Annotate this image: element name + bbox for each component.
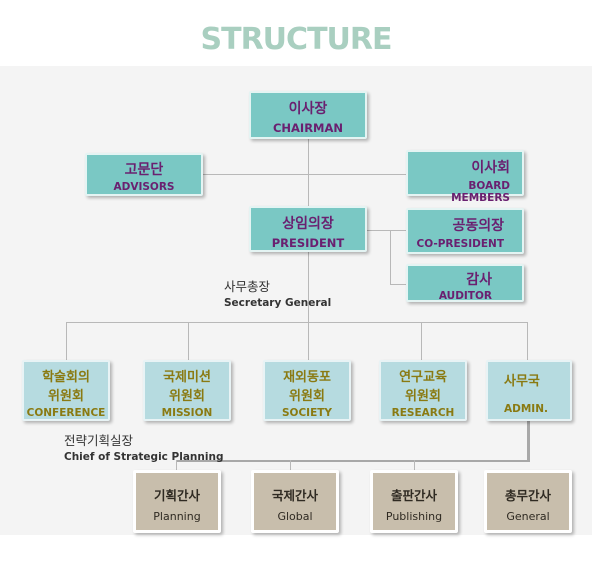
board-ko: 이사회	[471, 160, 510, 176]
chairman-box: 이사장 CHAIRMAN	[249, 91, 367, 139]
manager-box-planning: 기획간사 Planning	[133, 470, 221, 533]
committee-ko: 위원회	[405, 389, 441, 404]
connector-line	[421, 322, 422, 360]
connector-line	[176, 460, 177, 472]
advisors-ko: 고문단	[124, 162, 164, 178]
committee-ko: 재외동포	[283, 370, 331, 385]
auditor-box: 감사 AUDITOR	[406, 264, 524, 302]
copresident-box: 공동의장 CO-PRESIDENT	[406, 208, 524, 254]
copresident-en: CO-PRESIDENT	[416, 238, 504, 250]
strategic-chief-label: 전략기획실장 Chief of Strategic Planning	[64, 430, 223, 463]
committee-box-research: 연구교육 위원회 RESEARCH	[379, 360, 467, 421]
manager-ko: 기획간사	[153, 488, 200, 503]
advisors-en: ADVISORS	[113, 181, 175, 193]
secretary-general-ko: 사무총장	[224, 279, 271, 294]
manager-box-publishing: 출판간사 Publishing	[370, 470, 458, 533]
manager-box-global: 국제간사 Global	[251, 470, 339, 533]
connector-line	[66, 322, 528, 323]
board-box: 이사회 BOARD MEMBERS	[406, 150, 524, 204]
committee-box-conference: 학술회의 위원회 CONFERENCE	[22, 360, 110, 421]
manager-en: Global	[277, 510, 313, 523]
manager-ko: 국제간사	[271, 488, 318, 503]
connector-line	[390, 230, 391, 284]
committee-ko: 위원회	[169, 389, 205, 404]
committee-ko: 국제미션	[163, 370, 211, 385]
connector-line	[176, 460, 530, 462]
committee-box-mission: 국제미션 위원회 MISSION	[143, 360, 231, 421]
president-ko: 상임의장	[282, 216, 334, 232]
strategic-chief-en: Chief of Strategic Planning	[64, 451, 224, 463]
connector-line	[527, 322, 528, 360]
connector-line	[290, 460, 291, 472]
admin-ko: 사무국	[504, 374, 540, 389]
secretary-general-en: Secretary General	[224, 297, 332, 309]
connector-line	[188, 322, 189, 360]
president-box: 상임의장 PRESIDENT	[249, 206, 367, 252]
board-en: BOARD MEMBERS	[451, 180, 510, 204]
committee-en: CONFERENCE	[26, 407, 106, 419]
admin-box: 사무국 ADMIN.	[486, 360, 572, 421]
committee-en: RESEARCH	[391, 407, 455, 419]
auditor-ko: 감사	[466, 272, 492, 288]
committee-box-society: 재외동포 위원회 SOCIETY	[263, 360, 351, 421]
connector-line	[308, 322, 309, 360]
committee-en: MISSION	[161, 407, 213, 419]
connector-line	[66, 322, 67, 360]
strategic-chief-ko: 전략기획실장	[64, 433, 134, 448]
manager-box-general: 총무간사 General	[484, 470, 572, 533]
admin-en: ADMIN.	[504, 403, 548, 415]
page-title: STRUCTURE	[200, 22, 393, 57]
committee-ko: 연구교육	[399, 370, 447, 385]
committee-ko: 위원회	[289, 389, 325, 404]
connector-line	[390, 284, 406, 285]
connector-line	[202, 174, 406, 175]
connector-line	[414, 460, 415, 472]
manager-ko: 총무간사	[504, 488, 551, 503]
committee-en: SOCIETY	[281, 407, 333, 419]
connector-line	[527, 420, 530, 460]
connector-line	[366, 230, 406, 231]
manager-en: General	[506, 510, 550, 523]
committee-ko: 학술회의	[42, 370, 90, 385]
manager-en: Planning	[153, 510, 201, 523]
auditor-en: AUDITOR	[438, 290, 492, 302]
president-en: PRESIDENT	[271, 236, 345, 250]
chairman-en: CHAIRMAN	[272, 121, 344, 135]
secretary-general-label: 사무총장 Secretary General	[224, 276, 331, 309]
manager-ko: 출판간사	[390, 488, 437, 503]
committee-ko: 위원회	[48, 389, 84, 404]
copresident-ko: 공동의장	[452, 218, 504, 234]
advisors-box: 고문단 ADVISORS	[85, 153, 203, 196]
manager-en: Publishing	[385, 510, 443, 523]
chairman-ko: 이사장	[288, 101, 328, 117]
